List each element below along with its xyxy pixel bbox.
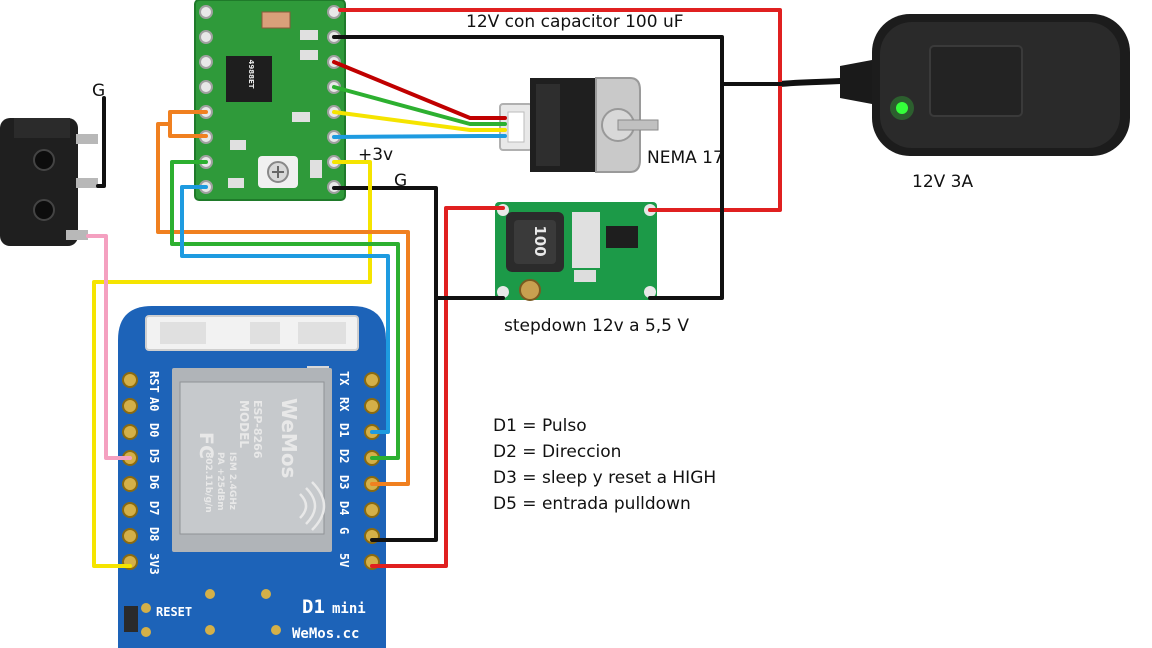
wire-d5-pink <box>86 234 132 460</box>
driver-chip-marking: 4988ET <box>247 59 255 88</box>
pin-label-rst: RST <box>147 371 161 393</box>
pin-label-d8: D8 <box>147 527 161 541</box>
board-name-suffix: mini <box>332 601 366 617</box>
stepper-motor <box>499 77 659 173</box>
module-spec-wifi: 802.11b/g/n <box>203 452 213 513</box>
wire-5v-red <box>370 206 505 568</box>
wire-gnd-black <box>332 186 438 542</box>
pin-label-d0: D0 <box>147 423 161 437</box>
wire-d2-green <box>170 160 400 460</box>
motor-label: NEMA 17 <box>647 148 724 168</box>
pin-label-g: G <box>337 527 351 534</box>
board-name: D1 <box>302 596 325 618</box>
reset-label: RESET <box>156 605 192 619</box>
wire-coil-dark-red <box>332 60 507 120</box>
wire-12v-red <box>338 8 782 212</box>
wire-gnd-black-top <box>332 35 724 300</box>
plus3v-label: +3v <box>358 145 393 165</box>
pin-note-d1: D1 = Pulso <box>493 416 587 436</box>
pin-note-d5: D5 = entrada pulldown <box>493 494 691 514</box>
stepdown-converter: 100 <box>495 202 657 301</box>
pin-label-d3: D3 <box>337 475 351 489</box>
driver-left-pins <box>199 5 213 194</box>
wire-coil-yellow <box>332 110 507 132</box>
fc-logo: FC <box>195 432 217 459</box>
wire-3v3-yellow <box>92 160 372 568</box>
module-model-label: MODEL <box>237 400 251 448</box>
module-spec-pa: PA +25dBm <box>215 452 225 511</box>
power-adapter <box>779 14 1130 156</box>
reset-button <box>124 606 138 632</box>
wire-d1-blue <box>180 185 390 434</box>
driver-ground-label: G <box>394 171 407 191</box>
limit-switch <box>0 118 98 246</box>
pin-label-tx: TX <box>337 371 351 386</box>
wire-coil-green <box>332 85 507 126</box>
wire-coil-blue <box>332 134 507 139</box>
pin-notes: D1 = Pulso D2 = Direccion D3 = sleep y r… <box>493 416 716 514</box>
pin-label-3v3: 3V3 <box>147 553 161 575</box>
pin-label-d4: D4 <box>337 501 351 515</box>
switch-ground-label: G <box>92 81 105 101</box>
wifi-icon <box>299 481 326 531</box>
pin-label-a0: A0 <box>147 397 161 411</box>
stepdown-trimmer <box>519 279 541 301</box>
stepdown-label: stepdown 12v a 5,5 V <box>504 316 689 336</box>
wires <box>86 8 792 568</box>
wire-switch-gnd <box>96 96 106 188</box>
driver-chip <box>226 56 272 102</box>
inductor-marking: 100 <box>531 225 549 256</box>
psu-label: 12V 3A <box>912 172 973 192</box>
stepper-driver-board: 4988ET <box>194 0 346 201</box>
pin-label-d6: D6 <box>147 475 161 489</box>
pin-label-5v: 5V <box>337 553 351 567</box>
wemos-d1-mini-board: FC MODEL ESP-8266 ISM 2.4GHz PA +25dBm 8… <box>118 306 386 648</box>
wire-d3-orange <box>156 122 410 486</box>
pin-note-d3: D3 = sleep y reset a HIGH <box>493 468 716 488</box>
pin-label-d2: D2 <box>337 449 351 463</box>
power-led-icon <box>896 102 908 114</box>
pin-label-d5: D5 <box>147 449 161 463</box>
module-chip-label: ESP-8266 <box>251 400 264 459</box>
module-brand-label: WeMos <box>277 398 301 478</box>
brand-url: WeMos.cc <box>292 626 359 642</box>
pin-note-d2: D2 = Direccion <box>493 442 621 462</box>
module-spec-ism: ISM 2.4GHz <box>227 452 237 510</box>
pin-label-d7: D7 <box>147 501 161 515</box>
capacitor-note-label: 12V con capacitor 100 uF <box>466 12 684 32</box>
pin-label-d1: D1 <box>337 423 351 437</box>
pin-label-rx: RX <box>337 397 351 412</box>
